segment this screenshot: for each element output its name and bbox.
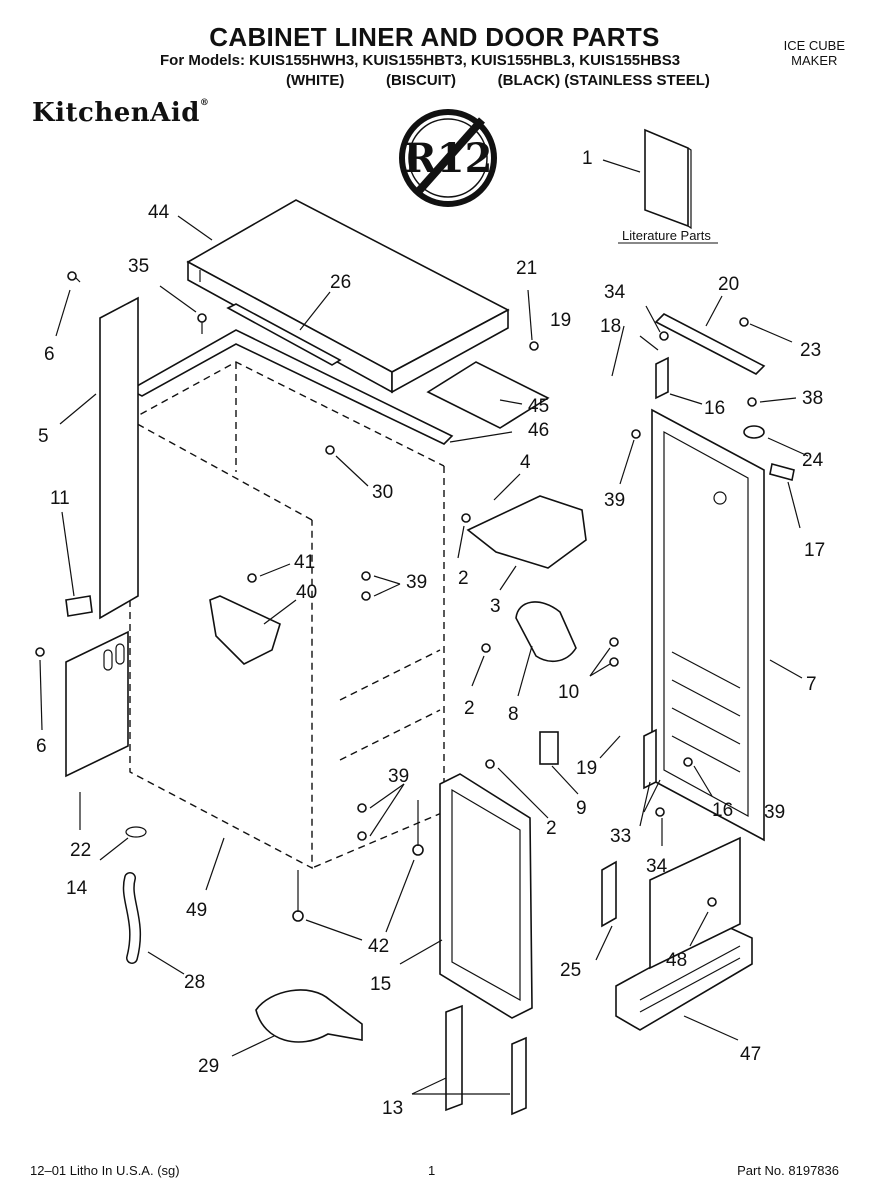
callout-35: 35 bbox=[128, 256, 149, 277]
callout-33: 33 bbox=[610, 826, 631, 847]
kick-bracket bbox=[601, 860, 617, 928]
callout-46: 46 bbox=[528, 420, 549, 441]
rear-cover bbox=[65, 630, 129, 778]
callout-25: 25 bbox=[560, 960, 581, 981]
front-trim bbox=[226, 303, 342, 366]
callout-6-b: 6 bbox=[36, 736, 47, 757]
door-label bbox=[769, 463, 795, 481]
callout-39-a: 39 bbox=[604, 490, 625, 511]
handle-bracket bbox=[515, 601, 577, 663]
callout-14: 14 bbox=[66, 878, 88, 899]
callout-42: 42 bbox=[368, 936, 389, 957]
callout-49: 49 bbox=[186, 900, 207, 921]
registered-mark: ® bbox=[199, 98, 210, 108]
callout-34-a: 34 bbox=[604, 282, 626, 303]
callout-16-b: 16 bbox=[712, 800, 733, 821]
door-trim-right bbox=[511, 1036, 527, 1116]
page-number: 1 bbox=[428, 1163, 436, 1178]
top-panel bbox=[186, 199, 510, 394]
hinge bbox=[539, 731, 559, 765]
callout-16-a: 16 bbox=[704, 398, 725, 419]
callout-39-d: 39 bbox=[764, 802, 785, 823]
page-title: CABINET LINER AND DOOR PARTS bbox=[209, 22, 660, 52]
callout-6-a: 6 bbox=[44, 344, 55, 365]
callout-23: 23 bbox=[800, 340, 821, 361]
deflector bbox=[209, 595, 281, 665]
callout-13: 13 bbox=[382, 1098, 403, 1119]
callout-10: 10 bbox=[558, 682, 579, 703]
product-category: ICE CUBE MAKER bbox=[784, 38, 845, 68]
literature-parts-label: Literature Parts bbox=[622, 228, 711, 243]
callout-3: 3 bbox=[490, 596, 501, 617]
door bbox=[651, 408, 765, 842]
callout-5: 5 bbox=[38, 426, 49, 447]
callout-21: 21 bbox=[516, 258, 537, 279]
callout-34-b: 34 bbox=[646, 856, 668, 877]
callout-22: 22 bbox=[70, 840, 91, 861]
brand-logo-text: KitchenAid bbox=[32, 98, 200, 128]
callout-38: 38 bbox=[802, 388, 823, 409]
category-line-1: ICE CUBE bbox=[783, 38, 845, 53]
literature-parts: Literature Parts bbox=[618, 128, 718, 244]
lower-grille bbox=[615, 925, 753, 1031]
cabinet-liner bbox=[129, 361, 445, 870]
model-list: For Models: KUIS155HWH3, KUIS155HBT3, KU… bbox=[160, 52, 681, 69]
callout-20: 20 bbox=[718, 274, 739, 295]
callout-45: 45 bbox=[528, 396, 549, 417]
door-trim-left bbox=[445, 1004, 463, 1112]
callout-39-b: 39 bbox=[406, 572, 427, 593]
door-top-strip bbox=[654, 313, 766, 375]
callout-19-b: 19 bbox=[576, 758, 597, 779]
callout-17: 17 bbox=[804, 540, 825, 561]
hose-clamp bbox=[125, 826, 147, 838]
callout-44: 44 bbox=[148, 202, 170, 223]
callout-2-b: 2 bbox=[464, 698, 475, 719]
callout-30: 30 bbox=[372, 482, 393, 503]
callout-19-a: 19 bbox=[550, 310, 571, 331]
callout-15: 15 bbox=[370, 974, 391, 995]
ice-chute bbox=[466, 495, 587, 569]
side-panel bbox=[99, 296, 139, 620]
callout-41: 41 bbox=[294, 552, 315, 573]
pad bbox=[426, 361, 550, 429]
callout-7: 7 bbox=[806, 674, 817, 695]
callout-28: 28 bbox=[184, 972, 205, 993]
door-stop bbox=[743, 425, 765, 439]
part-number: Part No. 8197836 bbox=[737, 1163, 839, 1178]
callout-40: 40 bbox=[296, 582, 317, 603]
liner-gasket bbox=[128, 329, 454, 445]
callout-47: 47 bbox=[740, 1044, 761, 1065]
clamp bbox=[65, 595, 93, 617]
door-gasket bbox=[439, 773, 533, 1019]
model-variants: (WHITE) (BISCUIT) (BLACK) (STAINLESS STE… bbox=[286, 72, 710, 89]
category-line-2: MAKER bbox=[791, 53, 838, 68]
callout-11: 11 bbox=[50, 488, 70, 509]
callout-48: 48 bbox=[666, 950, 687, 971]
callout-24: 24 bbox=[802, 450, 824, 471]
callout-26: 26 bbox=[330, 272, 351, 293]
callout-9: 9 bbox=[576, 798, 587, 819]
screws bbox=[35, 271, 757, 922]
callout-8: 8 bbox=[508, 704, 519, 725]
callout-39-c: 39 bbox=[388, 766, 409, 787]
r12-badge: R12 bbox=[399, 109, 497, 207]
callout-4: 4 bbox=[520, 452, 531, 473]
leader-lines bbox=[39, 159, 809, 1095]
callout-2-c: 2 bbox=[546, 818, 557, 839]
brand-logo: KitchenAid® bbox=[32, 98, 209, 128]
callout-1: 1 bbox=[582, 148, 593, 169]
callout-2-a: 2 bbox=[458, 568, 469, 589]
callout-18: 18 bbox=[600, 316, 621, 337]
front-panel bbox=[649, 836, 741, 970]
callouts: 1 2 2 2 3 4 5 6 6 7 8 9 10 11 13 14 15 1… bbox=[36, 148, 825, 1119]
callout-29: 29 bbox=[198, 1056, 219, 1077]
footer-litho: 12–01 Litho In U.S.A. (sg) bbox=[30, 1163, 180, 1178]
ice-scoop bbox=[255, 989, 363, 1043]
